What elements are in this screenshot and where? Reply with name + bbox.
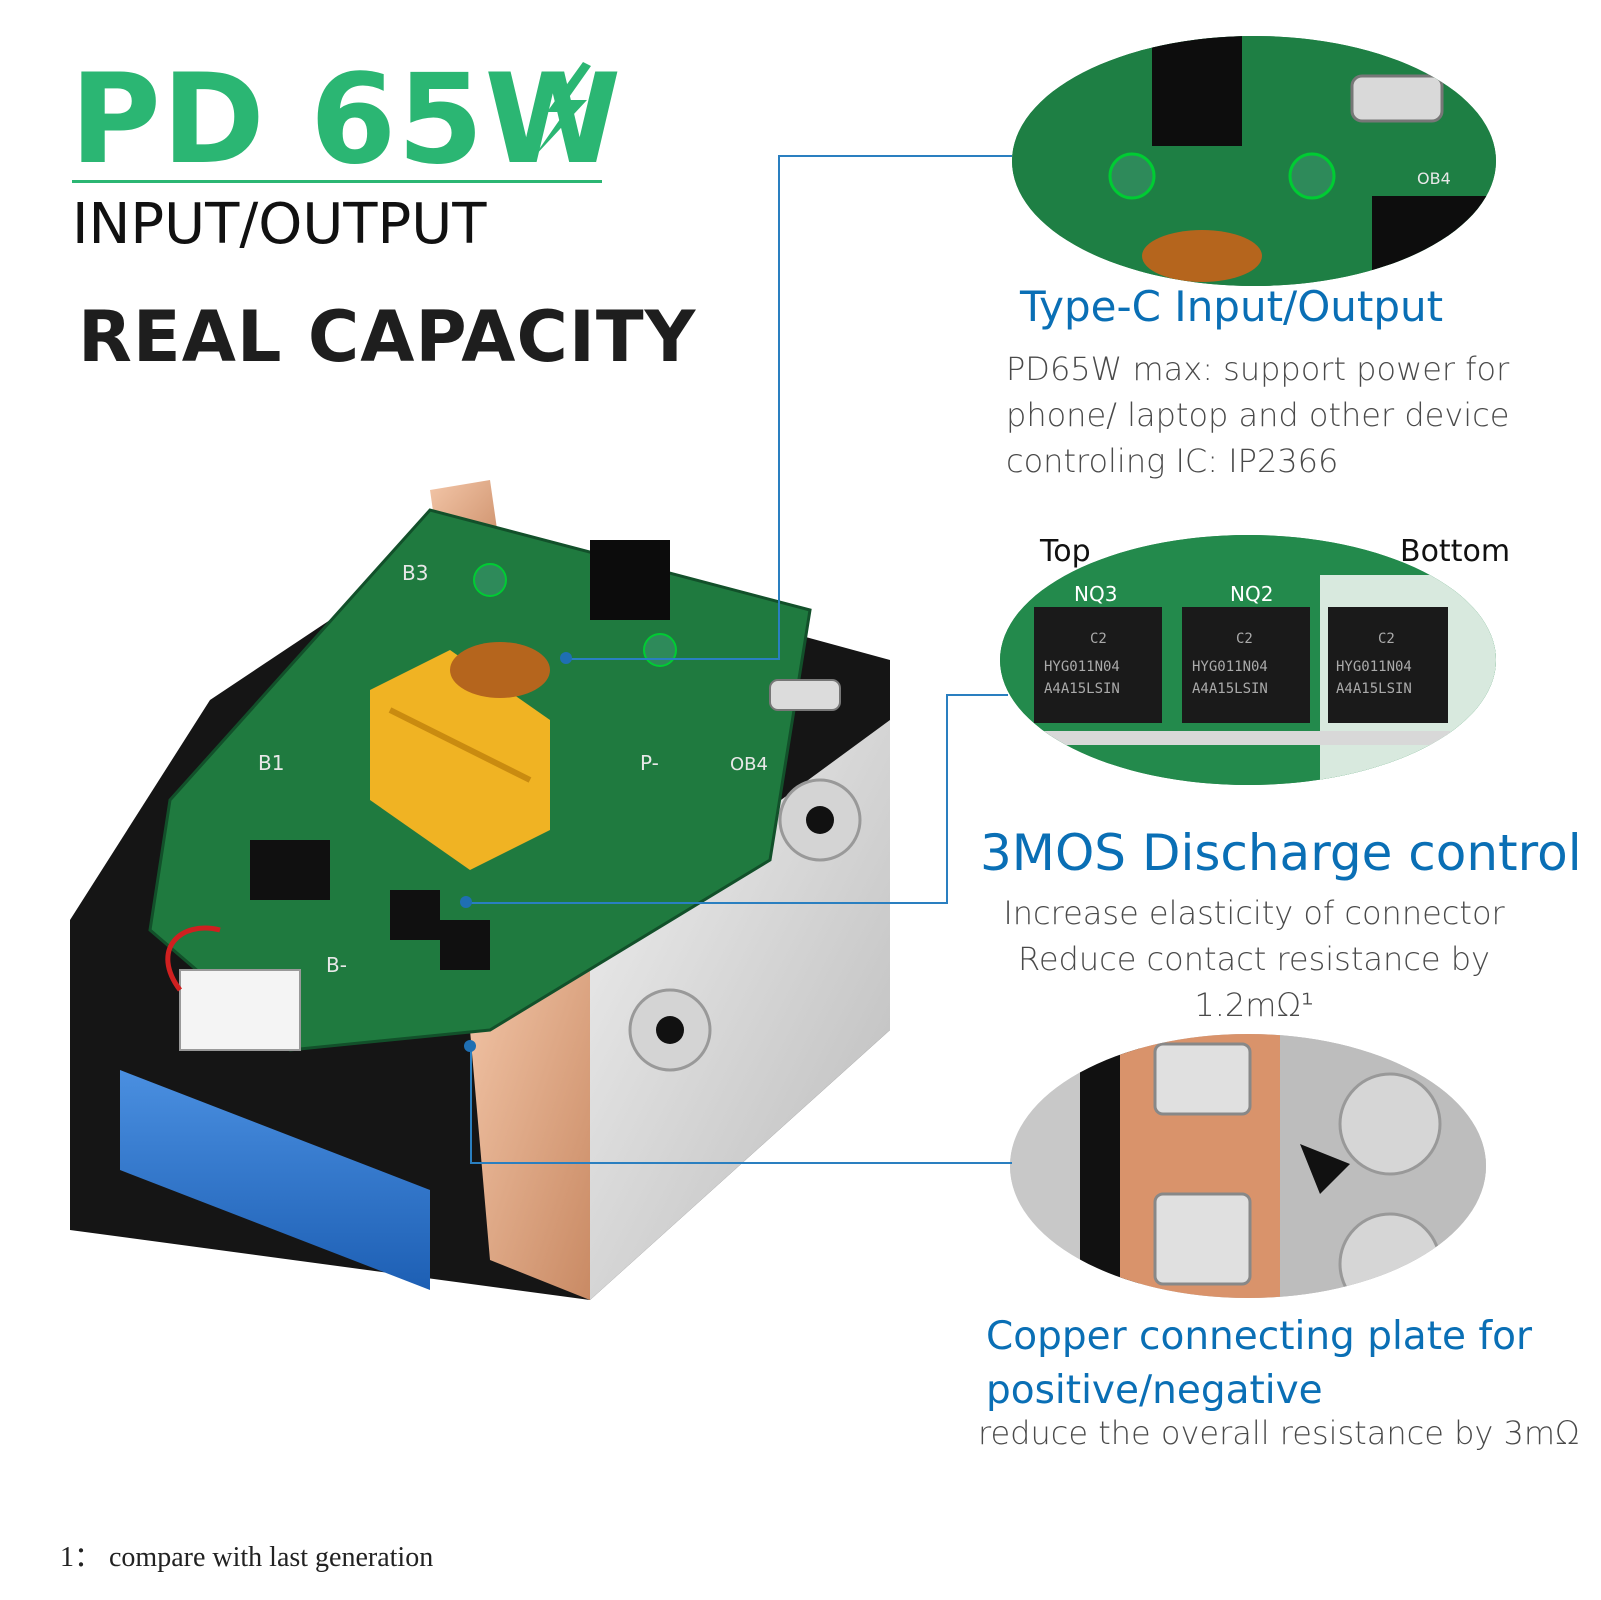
connector-line-1-v bbox=[778, 155, 780, 660]
mos-closeup-image: NQ3 C2 HYG011N04 A4A15LSIN NQ2 C2 HYG011… bbox=[1000, 535, 1496, 785]
feature-copper-title-line-2: positive/negative bbox=[986, 1368, 1323, 1413]
feature-typec-title: Type-C Input/Output bbox=[1020, 282, 1444, 331]
lightning-icon bbox=[533, 62, 591, 158]
feature-typec-line-2: phone/ laptop and other device bbox=[1006, 396, 1510, 434]
pcb-label-ob4: OB4 bbox=[730, 754, 768, 775]
connector-line-2-h bbox=[946, 694, 1008, 696]
feature-copper-title: Copper connecting plate for positive/neg… bbox=[986, 1310, 1532, 1418]
battery-pack-image: B3 B1 OB4 B- P- bbox=[70, 480, 890, 1300]
feature-copper-title-line-1: Copper connecting plate for bbox=[986, 1314, 1532, 1359]
connector-line-3-h bbox=[470, 1162, 1012, 1164]
typec-silk-ob4: OB4 bbox=[1417, 169, 1451, 188]
feature-mos-title: 3MOS Discharge control bbox=[980, 824, 1582, 882]
connector-line-1-h bbox=[778, 155, 1012, 157]
mos-ref-nq3: NQ3 bbox=[1074, 582, 1117, 606]
mos-line2-1: A4A15LSIN bbox=[1044, 681, 1120, 697]
connector-line-2-h2 bbox=[466, 902, 948, 904]
header-divider bbox=[72, 180, 602, 183]
pcb-label-b1: B1 bbox=[258, 751, 284, 775]
mos-mark-1: C2 bbox=[1090, 631, 1107, 647]
mos-line1-1: HYG011N04 bbox=[1044, 659, 1120, 675]
typec-closeup-image: OB4 bbox=[1012, 36, 1496, 286]
feature-copper-line-1: reduce the overall resistance by 3mΩ bbox=[978, 1414, 1580, 1452]
connector-dot-1 bbox=[560, 652, 572, 664]
mos-line2-2: A4A15LSIN bbox=[1192, 681, 1268, 697]
connector-line-3-v bbox=[470, 1046, 472, 1164]
pcb-label-b-minus: B- bbox=[326, 953, 347, 977]
mos-ref-nq2: NQ2 bbox=[1230, 582, 1273, 606]
mos-mark-2: C2 bbox=[1236, 631, 1253, 647]
feature-typec-line-3: controling IC: IP2366 bbox=[1006, 442, 1339, 480]
feature-mos-line-1: Increase elasticity of connector bbox=[1003, 894, 1505, 932]
connector-dot-2 bbox=[460, 896, 472, 908]
real-capacity-heading: REAL CAPACITY bbox=[78, 296, 697, 378]
mos-bottom-label: Bottom bbox=[1400, 534, 1511, 569]
header-subtitle: INPUT/OUTPUT bbox=[72, 192, 487, 257]
feature-typec-body: PD65W max: support power for phone/ lapt… bbox=[1006, 346, 1509, 484]
mos-line1-2: HYG011N04 bbox=[1192, 659, 1268, 675]
hero-title: PD 65W bbox=[70, 48, 623, 192]
mos-line2-3: A4A15LSIN bbox=[1336, 681, 1412, 697]
connector-line-2-v bbox=[946, 694, 948, 904]
mos-line1-3: HYG011N04 bbox=[1336, 659, 1412, 675]
pcb-label-b3: B3 bbox=[402, 561, 428, 585]
feature-typec-line-1: PD65W max: support power for bbox=[1006, 350, 1510, 388]
connector-dot-3 bbox=[464, 1040, 476, 1052]
pcb-label-p-minus: P- bbox=[640, 751, 659, 775]
feature-mos-body: Increase elasticity of connector Reduce … bbox=[964, 890, 1544, 1028]
connector-line-1-h2 bbox=[566, 658, 780, 660]
feature-mos-line-2: Reduce contact resistance by 1.2mΩ¹ bbox=[1018, 940, 1490, 1024]
copper-plate-closeup-image bbox=[1010, 1034, 1486, 1298]
mos-mark-3: C2 bbox=[1378, 631, 1395, 647]
mos-top-label: Top bbox=[1040, 534, 1091, 569]
footnote: 1： compare with last generation bbox=[60, 1542, 434, 1573]
